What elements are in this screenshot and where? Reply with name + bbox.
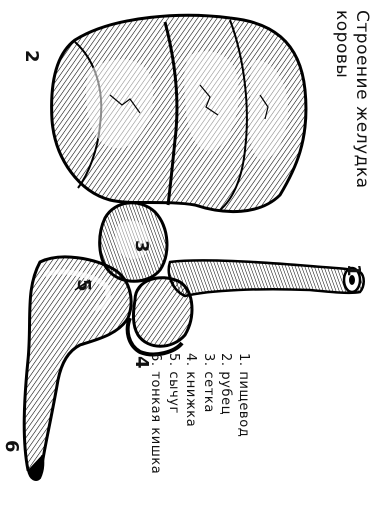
legend-item-6: 6. тонкая кишка — [147, 353, 165, 474]
legend-item-3: 3. сетка — [200, 353, 218, 474]
callout-6: 6 — [2, 440, 20, 453]
callout-1: 1 — [344, 264, 362, 277]
callout-3: 3 — [132, 240, 150, 253]
legend: 1. пищевод 2. рубец 3. сетка 4. книжка 5… — [147, 353, 252, 474]
diagram-title: Строение желудка коровы — [332, 10, 372, 189]
legend-item-2: 2. рубец — [217, 353, 235, 474]
legend-item-1: 1. пищевод — [235, 353, 253, 474]
legend-item-5: 5. сычуг — [165, 353, 183, 474]
rumen-shape — [52, 15, 306, 211]
legend-item-4: 4. книжка — [182, 353, 200, 474]
callout-2: 2 — [22, 50, 40, 63]
title-line-1: Строение желудка — [352, 10, 372, 189]
title-line-2: коровы — [332, 10, 352, 189]
callout-5: 5 — [74, 279, 92, 292]
esophagus-shape — [169, 260, 364, 296]
